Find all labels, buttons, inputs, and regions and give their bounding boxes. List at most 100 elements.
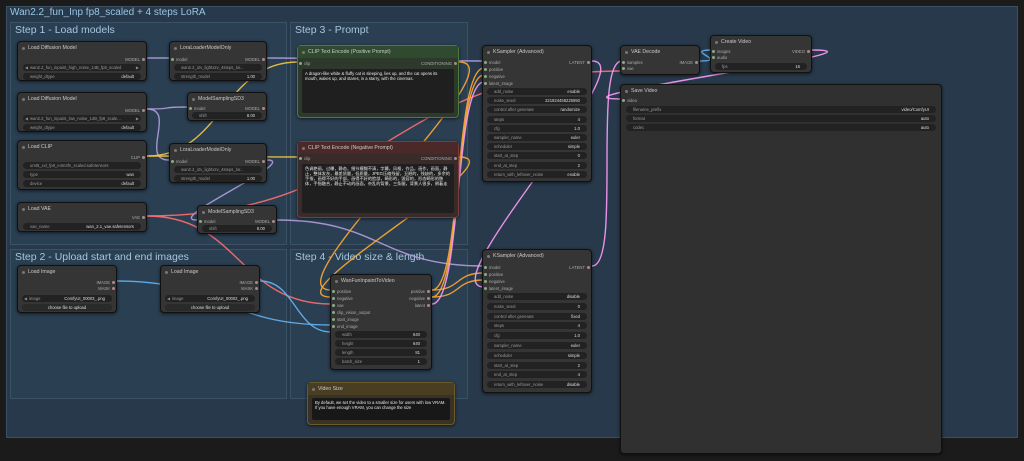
vae-decode-node[interactable]: VAE Decode samples vae IMAGE <box>620 45 700 75</box>
end-image-input[interactable]: end_image <box>331 324 358 329</box>
clip-name-widget[interactable]: umt5_xxl_fp8_e4m3fn_scaled.safetensors <box>23 162 141 169</box>
clip-input[interactable]: clip <box>298 156 310 161</box>
mask-output[interactable]: MASK <box>98 286 116 291</box>
latent-image-input[interactable]: latent_image <box>483 286 513 291</box>
unet-name-widget[interactable]: ◀wan2.2_fun_inpaint_high_noise_14B_fp8_s… <box>23 64 141 71</box>
lora-name-widget[interactable]: wan2.2_i2v_lightx2v_4steps_lor... <box>174 166 262 173</box>
model-input[interactable]: model <box>170 57 187 62</box>
vae-output[interactable]: VAE <box>132 215 146 220</box>
negative-input[interactable]: negative <box>483 279 505 284</box>
image-output[interactable]: IMAGE <box>97 280 117 285</box>
samples-input[interactable]: samples <box>621 60 643 65</box>
video-output[interactable]: VIDEO <box>792 49 811 54</box>
negative-prompt-textarea[interactable]: 色调艳丽，过曝，静态，细节模糊不清，字幕，风格，作品，画作，画面，静止，整体发灰… <box>302 164 454 213</box>
unet-name-widget[interactable]: ◀wan2.2_fun_inpaint_low_noise_14B_fp8_sc… <box>23 115 141 122</box>
wan-fun-inpaint-to-video-node[interactable]: WanFunInpaintToVideo positive negative v… <box>330 274 432 370</box>
load-diffusion-model-high-node[interactable]: Load Diffusion Model MODEL ◀wan2.2_fun_i… <box>17 41 147 81</box>
note-textarea[interactable]: By default, we set the video to a smalle… <box>312 398 450 420</box>
model-output[interactable]: MODEL <box>245 159 266 164</box>
lora-loader-low-node[interactable]: LoraLoaderModelOnly model MODEL wan2.2_i… <box>169 143 267 183</box>
images-input[interactable]: images <box>711 49 731 54</box>
audio-input[interactable]: audio <box>711 55 727 60</box>
image-output[interactable]: IMAGE <box>240 280 260 285</box>
vae-input[interactable]: vae <box>331 303 344 308</box>
negative-input[interactable]: negative <box>483 74 505 79</box>
model-input[interactable]: model <box>188 106 205 111</box>
latent-output[interactable]: latent <box>415 303 431 308</box>
lora-name-widget[interactable]: wan2.2_i2v_lightx2v_4steps_lor... <box>174 64 262 71</box>
load-clip-node[interactable]: Load CLIP CLIP umt5_xxl_fp8_e4m3fn_scale… <box>17 140 147 190</box>
model-output[interactable]: MODEL <box>245 106 266 111</box>
latent-output[interactable]: LATENT <box>569 265 591 270</box>
lora-loader-high-node[interactable]: LoraLoaderModelOnly model MODEL wan2.2_i… <box>169 41 267 81</box>
clip-text-encode-negative-node[interactable]: CLIP Text Encode (Negative Prompt) clip … <box>297 141 459 218</box>
model-input[interactable]: model <box>483 265 500 270</box>
ksampler-advanced-high-node[interactable]: KSampler (Advanced) model positive negat… <box>482 45 592 182</box>
model-output[interactable]: MODEL <box>125 57 146 62</box>
choose-file-button[interactable]: choose file to upload <box>165 304 255 311</box>
clip-input[interactable]: clip <box>298 61 310 66</box>
video-size-note-node[interactable]: Video Size By default, we set the video … <box>307 382 455 425</box>
image-output[interactable]: IMAGE <box>680 60 700 65</box>
clip-output[interactable]: CLIP <box>131 155 146 160</box>
model-input[interactable]: model <box>170 159 187 164</box>
negative-output[interactable]: negative <box>409 296 431 301</box>
positive-input[interactable]: positive <box>483 272 503 277</box>
model-output[interactable]: MODEL <box>125 108 146 113</box>
positive-prompt-textarea[interactable]: A dragon-like white & fluffy cat is slee… <box>302 69 454 113</box>
vae-input[interactable]: vae <box>621 66 634 71</box>
conditioning-output[interactable]: CONDITIONING <box>421 61 458 66</box>
model-output[interactable]: MODEL <box>245 57 266 62</box>
clip-vision-output-input[interactable]: clip_vision_output <box>331 310 370 315</box>
video-input[interactable]: video <box>621 98 637 103</box>
ksampler-advanced-low-node[interactable]: KSampler (Advanced) model positive negat… <box>482 249 592 393</box>
model-input[interactable]: model <box>483 60 500 65</box>
latent-output[interactable]: LATENT <box>569 60 591 65</box>
mask-output[interactable]: MASK <box>241 286 259 291</box>
start-image-input[interactable]: start_image <box>331 317 359 322</box>
positive-output[interactable]: positive <box>411 289 431 294</box>
clip-text-encode-positive-node[interactable]: CLIP Text Encode (Positive Prompt) clip … <box>297 45 459 118</box>
negative-input[interactable]: negative <box>331 296 353 301</box>
model-input[interactable]: model <box>198 219 215 224</box>
